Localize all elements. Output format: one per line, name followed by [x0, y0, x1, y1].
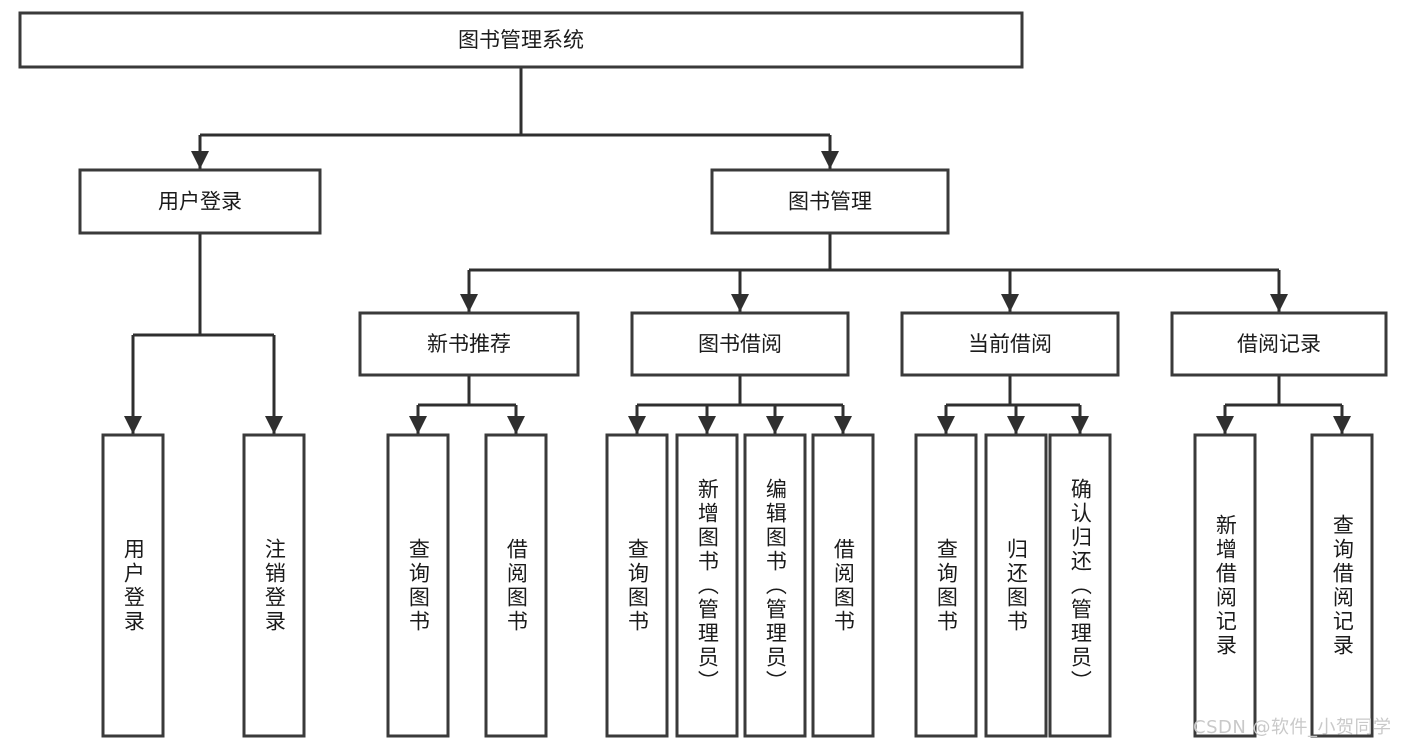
node-leaf-8[interactable] [914, 433, 978, 738]
node-leaf-1[interactable] [242, 433, 306, 738]
node-label-level3-0: 新书推荐 [427, 332, 511, 356]
arrow-head-icon-leaf-1-0 [409, 416, 427, 434]
node-label-level3-1: 图书借阅 [698, 332, 782, 356]
node-leaf-0[interactable] [101, 433, 165, 738]
node-level3-3[interactable] [1170, 311, 1388, 377]
arrow-head-icon-leaf-3-2 [1071, 416, 1089, 434]
node-leaf-9[interactable] [984, 433, 1048, 738]
node-leaf-12[interactable] [1310, 433, 1374, 738]
node-level2-0[interactable] [78, 168, 322, 235]
arrow-head-icon-leaf-0-1 [265, 416, 283, 434]
arrow-head-icon-leaf-4-1 [1333, 416, 1351, 434]
arrow-head-icon-l3-3 [1270, 294, 1288, 312]
arrow-head-icon-leaf-2-3 [834, 416, 852, 434]
arrow-head-icon-leaf-2-1 [698, 416, 716, 434]
node-level3-2[interactable] [900, 311, 1120, 377]
box-layer [18, 11, 1388, 738]
arrow-head-icon-leaf-3-1 [1007, 416, 1025, 434]
arrow-head-icon-l3-0 [460, 294, 478, 312]
node-leaf-3[interactable] [484, 433, 548, 738]
node-level2-1[interactable] [710, 168, 950, 235]
node-leaf-11[interactable] [1193, 433, 1257, 738]
arrow-head-icon-l2-1 [821, 151, 839, 169]
arrow-head-icon-leaf-3-0 [937, 416, 955, 434]
arrow-head-icon-leaf-2-0 [628, 416, 646, 434]
arrow-head-icon-leaf-4-0 [1216, 416, 1234, 434]
node-leaf-5[interactable] [675, 433, 739, 738]
node-label-root: 图书管理系统 [458, 28, 584, 52]
node-leaf-6[interactable] [743, 433, 807, 738]
node-label-level2-0: 用户登录 [158, 190, 242, 214]
arrow-head-icon-leaf-2-2 [766, 416, 784, 434]
arrow-head-icon-leaf-1-1 [507, 416, 525, 434]
node-label-level2-1: 图书管理 [788, 190, 872, 214]
node-level3-1[interactable] [630, 311, 850, 377]
node-leaf-2[interactable] [386, 433, 450, 738]
csdn-watermark: CSDN @软件_小贺同学 [1193, 717, 1392, 738]
node-label-level3-3: 借阅记录 [1237, 332, 1321, 356]
node-label-level3-2: 当前借阅 [968, 332, 1052, 356]
arrow-head-icon-l3-2 [1001, 294, 1019, 312]
node-leaf-10[interactable] [1048, 433, 1112, 738]
arrow-head-icon-l3-1 [731, 294, 749, 312]
connector-layer [124, 67, 1351, 434]
node-leaf-4[interactable] [605, 433, 669, 738]
node-leaf-7[interactable] [811, 433, 875, 738]
node-level3-0[interactable] [358, 311, 580, 377]
arrow-head-icon-leaf-0-0 [124, 416, 142, 434]
arrow-head-icon-l2-0 [191, 151, 209, 169]
node-root-图书管理系统[interactable] [18, 11, 1024, 69]
